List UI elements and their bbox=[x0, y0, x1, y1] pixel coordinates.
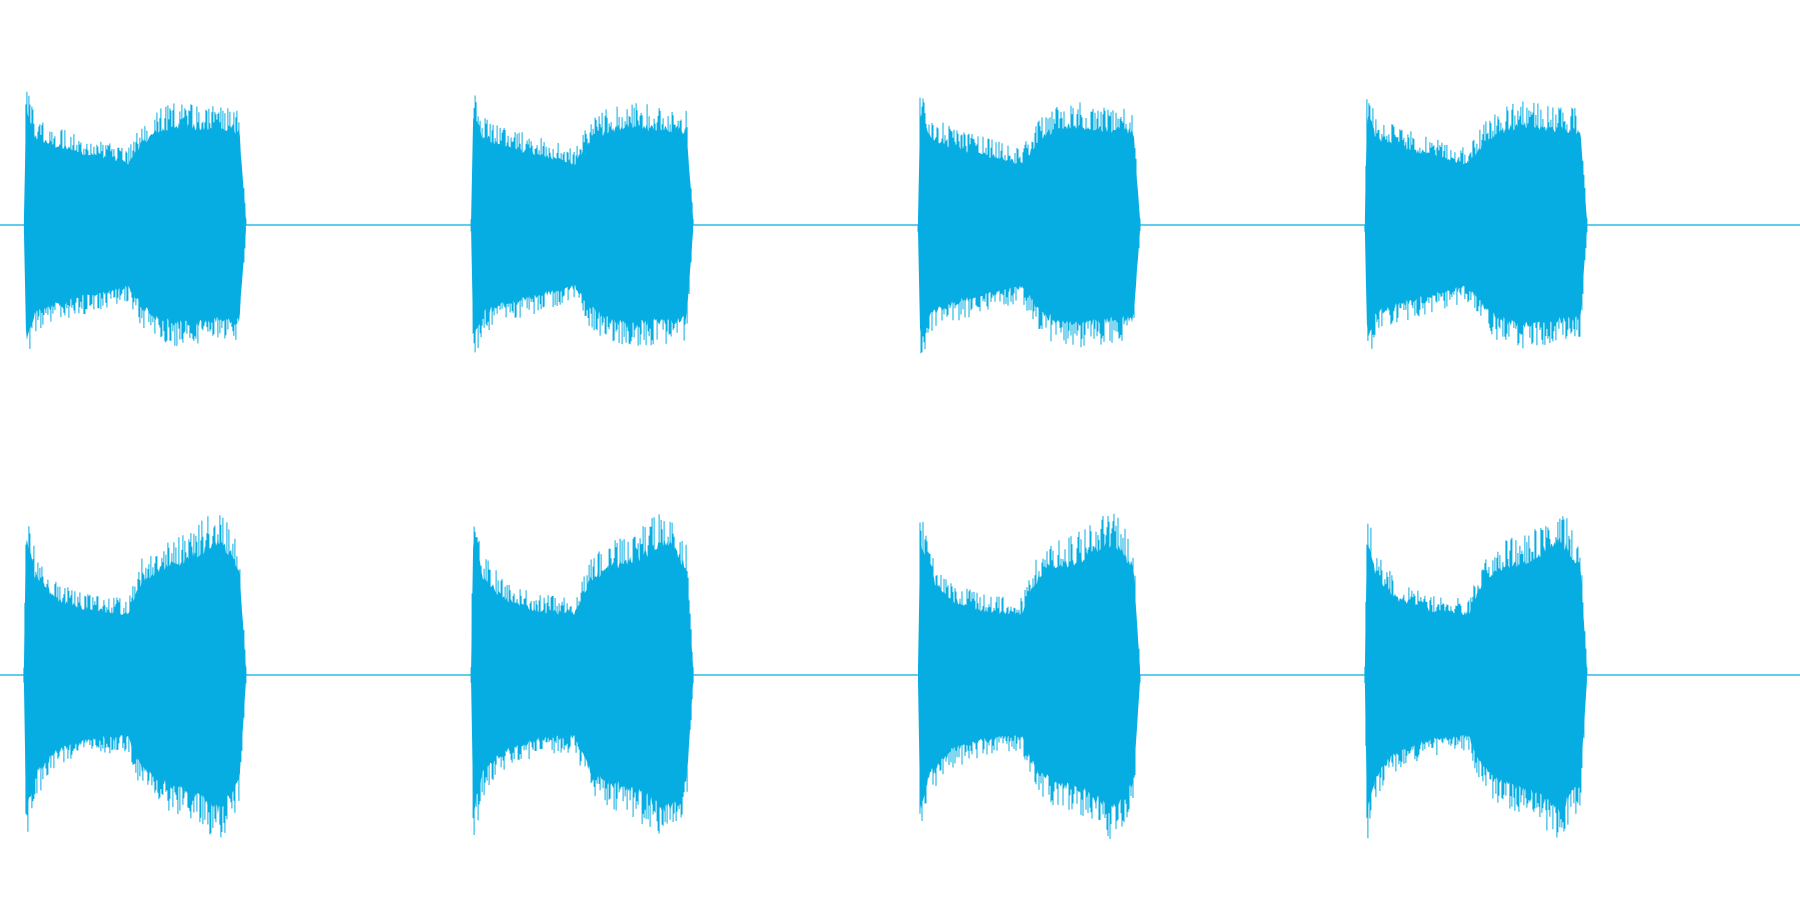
burst-fringe-channel-1-3 bbox=[917, 97, 1141, 354]
burst-fringe-channel-1-1 bbox=[25, 91, 247, 349]
burst-fringe-channel-2-2 bbox=[470, 514, 694, 835]
burst-fringe-channel-2-4 bbox=[1364, 516, 1588, 839]
waveform-channel-1 bbox=[0, 91, 1800, 354]
burst-fringe-channel-2-1 bbox=[23, 515, 247, 838]
waveform-channel-2 bbox=[0, 513, 1800, 840]
burst-fringe-channel-1-2 bbox=[470, 95, 694, 353]
burst-fringe-channel-2-3 bbox=[919, 513, 1141, 840]
burst-fringe-channel-1-4 bbox=[1364, 99, 1588, 349]
